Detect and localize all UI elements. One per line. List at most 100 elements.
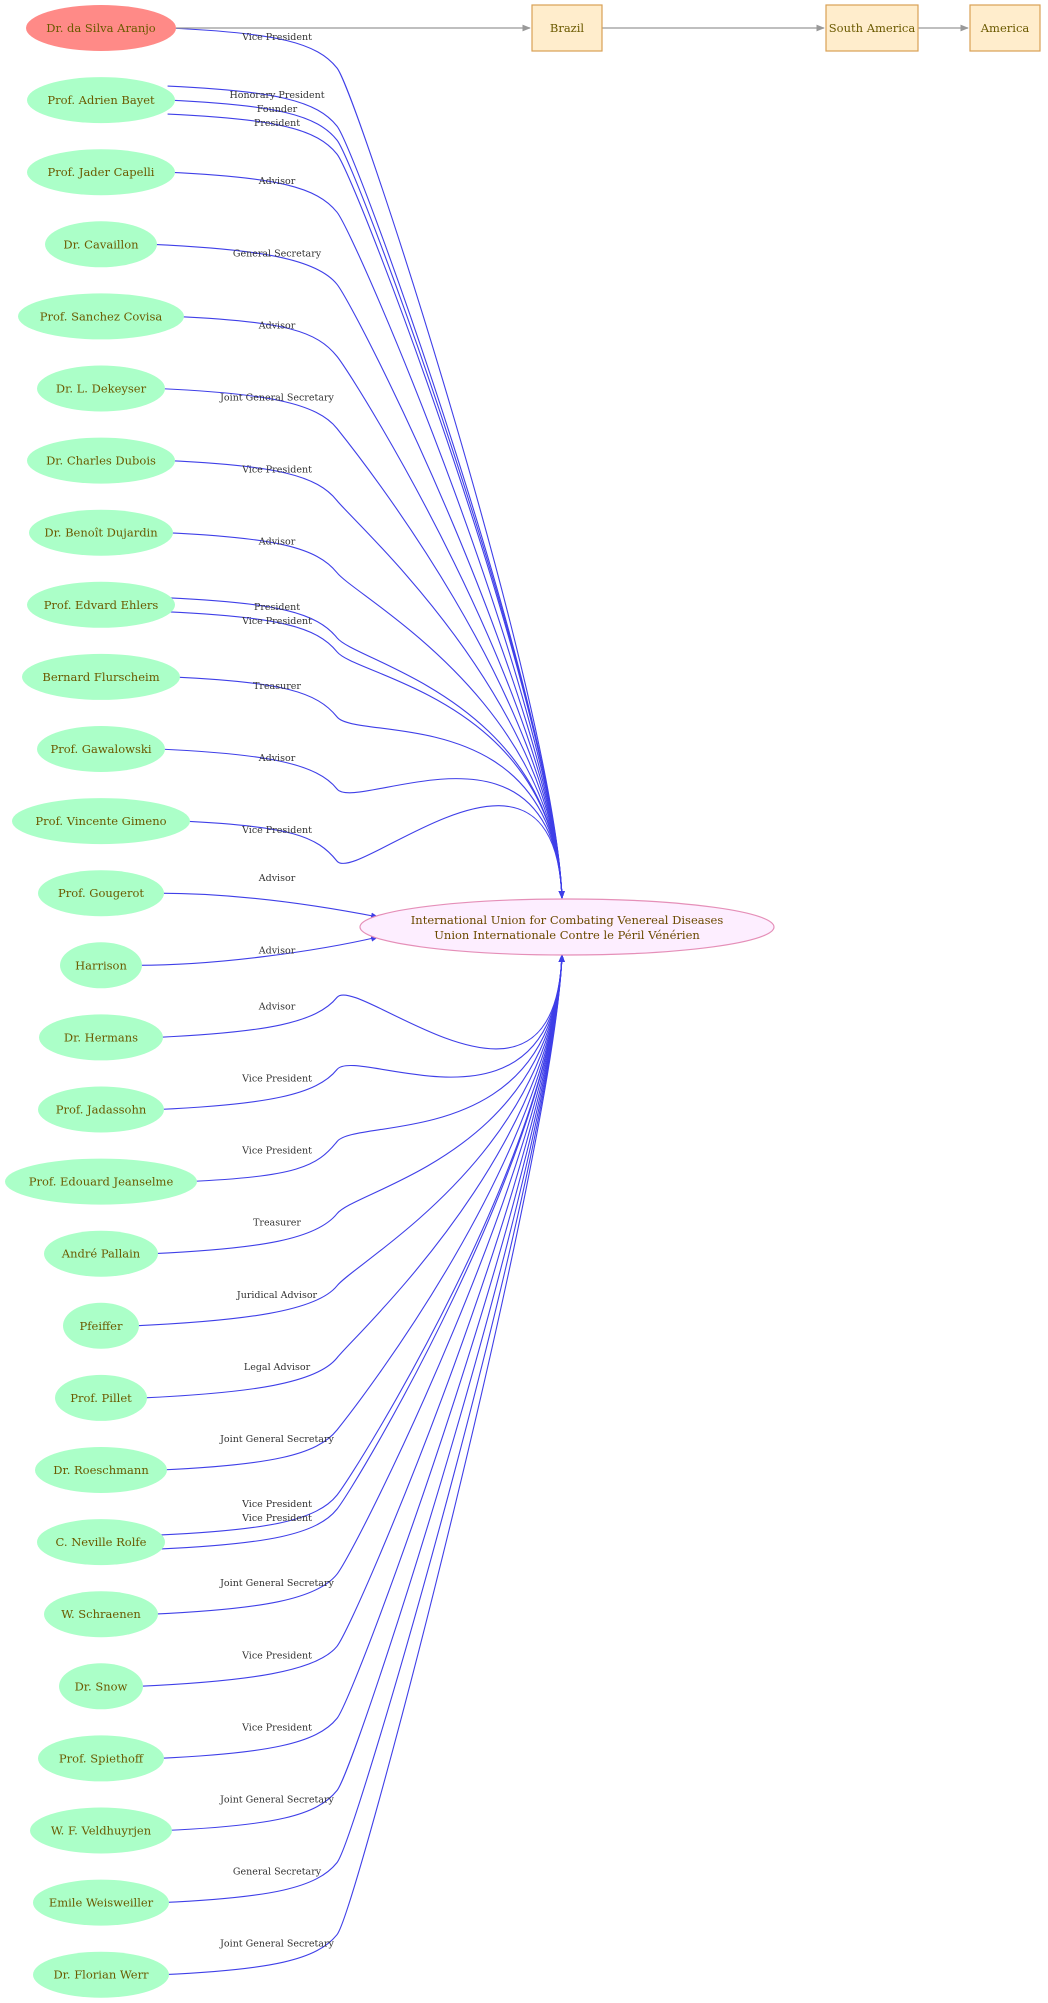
person-node-emile-weisweiller[interactable]: Emile Weisweiller (33, 1879, 169, 1926)
place-box (531, 4, 603, 52)
person-node-prof-adrien-bayet[interactable]: Prof. Adrien Bayet (27, 77, 175, 124)
person-name: Emile Weisweiller (49, 1896, 154, 1910)
edge-w-f-veldhuyrjen-to-union (164, 954, 565, 1832)
organization-name-french: Union Internationale Contre le Péril Vén… (434, 928, 700, 942)
edge-prof-adrien-bayet-to-union (167, 99, 565, 899)
person-ellipse (55, 1374, 147, 1421)
edge-label-prof-jadassohn-vice-president: Vice President (241, 1074, 312, 1085)
edge-label-harrison-advisor: Advisor (258, 945, 296, 956)
person-name: Prof. Gougerot (58, 886, 144, 900)
person-node-harrison[interactable]: Harrison (60, 942, 142, 989)
person-node-andre-pallain[interactable]: André Pallain (44, 1230, 158, 1277)
person-node-bernard-flurscheim[interactable]: Bernard Flurscheim (22, 653, 180, 700)
person-ellipse (44, 1591, 158, 1638)
person-node-w-schraenen[interactable]: W. Schraenen (44, 1591, 158, 1638)
person-ellipse (63, 1302, 139, 1349)
person-node-dr-benoit-dujardin[interactable]: Dr. Benoît Dujardin (29, 509, 173, 556)
person-name: Prof. Spiethoff (59, 1751, 144, 1765)
person-name: Prof. Vincente Gimeno (35, 814, 166, 828)
edge-label-prof-pillet-legal-advisor: Legal Advisor (244, 1362, 311, 1373)
person-name: Pfeiffer (80, 1319, 123, 1333)
person-name: Prof. Edouard Jeanselme (29, 1175, 174, 1189)
edge-prof-spiethoff-to-union (157, 954, 565, 1759)
person-node-dr-snow[interactable]: Dr. Snow (59, 1663, 143, 1710)
person-name: Prof. Jader Capelli (48, 165, 155, 179)
edge-pfeiffer-to-union (135, 954, 565, 1327)
edge-label-prof-adrien-bayet-president: President (254, 118, 300, 129)
edge-prof-edvard-ehlers-to-union (167, 597, 565, 899)
person-node-dr-cavaillon[interactable]: Dr. Cavaillon (45, 221, 157, 268)
place-label: South America (829, 21, 916, 35)
person-node-prof-edvard-ehlers[interactable]: Prof. Edvard Ehlers (27, 581, 175, 628)
person-name: Prof. Gawalowski (50, 742, 151, 756)
person-name: Dr. Cavaillon (63, 237, 139, 251)
person-node-prof-vincente-gimeno[interactable]: Prof. Vincente Gimeno (12, 798, 190, 845)
person-node-dr-roeschmann[interactable]: Dr. Roeschmann (35, 1447, 167, 1493)
edge-bernard-flurscheim-to-union (172, 676, 565, 899)
person-node-prof-edouard-jeanselme[interactable]: Prof. Edouard Jeanselme (5, 1158, 197, 1205)
person-node-prof-gougerot[interactable]: Prof. Gougerot (38, 870, 164, 917)
edge-label-andre-pallain-treasurer: Treasurer (253, 1218, 301, 1229)
place-label: America (980, 21, 1030, 35)
person-ellipse (44, 1230, 158, 1277)
edge-dr-cavaillon-to-union (151, 243, 565, 899)
person-node-prof-pillet[interactable]: Prof. Pillet (55, 1374, 147, 1421)
edge-label-dr-da-silva-aranjo-vice-president: Vice President (241, 32, 312, 43)
organization-name-english: International Union for Combating Venere… (411, 913, 724, 927)
person-ellipse (35, 1447, 167, 1493)
place-node-america[interactable]: America (969, 4, 1041, 52)
edge-c-neville-rolfe-to-union (158, 954, 565, 1550)
person-node-dr-hermans[interactable]: Dr. Hermans (39, 1014, 163, 1061)
person-ellipse (38, 870, 164, 917)
person-ellipse (29, 509, 173, 556)
place-node-south-america[interactable]: South America (825, 4, 919, 52)
person-node-w-f-veldhuyrjen[interactable]: W. F. Veldhuyrjen (30, 1807, 172, 1854)
edge-label-dr-l-dekeyser-joint-general-secretary: Joint General Secretary (219, 393, 334, 404)
person-name: W. Schraenen (61, 1607, 141, 1621)
edge-dr-da-silva-aranjo-to-union (168, 27, 565, 899)
edge-label-dr-charles-dubois-vice-president: Vice President (241, 465, 312, 476)
person-name: Prof. Sanchez Covisa (40, 309, 163, 323)
person-name: Dr. Roeschmann (53, 1463, 149, 1477)
person-node-dr-da-silva-aranjo[interactable]: Dr. da Silva Aranjo (26, 5, 176, 51)
place-node-brazil[interactable]: Brazil (531, 4, 603, 52)
person-ellipse (30, 1807, 172, 1854)
edge-dr-hermans-to-union (156, 954, 565, 1050)
person-ellipse (27, 437, 175, 484)
person-node-prof-sanchez-covisa[interactable]: Prof. Sanchez Covisa (18, 293, 184, 340)
person-node-prof-jadassohn[interactable]: Prof. Jadassohn (38, 1086, 164, 1133)
person-node-dr-charles-dubois[interactable]: Dr. Charles Dubois (27, 437, 175, 484)
person-node-dr-florian-werr[interactable]: Dr. Florian Werr (33, 1951, 169, 1998)
person-node-pfeiffer[interactable]: Pfeiffer (63, 1302, 139, 1349)
edge-dr-roeschmann-to-union (160, 954, 565, 1471)
person-node-prof-gawalowski[interactable]: Prof. Gawalowski (37, 726, 165, 772)
edge-label-prof-sanchez-covisa-advisor: Advisor (258, 320, 296, 331)
edge-dr-florian-werr-to-union (162, 954, 565, 1976)
person-ellipse (38, 1735, 164, 1782)
person-ellipse (12, 798, 190, 845)
person-ellipse (33, 1879, 169, 1926)
edge-prof-vincente-gimeno-to-union (181, 805, 565, 899)
person-node-prof-spiethoff[interactable]: Prof. Spiethoff (38, 1735, 164, 1782)
edge-label-bernard-flurscheim-treasurer: Treasurer (253, 681, 301, 692)
person-name: Prof. Pillet (70, 1391, 132, 1405)
person-ellipse (45, 221, 157, 268)
person-ellipse (37, 726, 165, 772)
person-node-prof-jader-capelli[interactable]: Prof. Jader Capelli (27, 149, 175, 196)
person-node-c-neville-rolfe[interactable]: C. Neville Rolfe (37, 1519, 165, 1566)
edge-prof-sanchez-covisa-to-union (175, 315, 565, 899)
edge-dr-l-dekeyser-to-union (158, 387, 565, 899)
edge-label-prof-gawalowski-advisor: Advisor (258, 753, 296, 764)
edge-label-prof-spiethoff-vice-president: Vice President (241, 1722, 312, 1733)
place-box (825, 4, 919, 52)
person-ellipse (59, 1663, 143, 1710)
edge-c-neville-rolfe-to-union (158, 954, 565, 1536)
organization-node[interactable]: International Union for Combating Venere… (359, 898, 775, 956)
person-node-dr-l-dekeyser[interactable]: Dr. L. Dekeyser (37, 365, 165, 412)
person-ellipse (27, 77, 175, 124)
place-box (969, 4, 1041, 52)
edge-label-prof-jader-capelli-advisor: Advisor (258, 176, 296, 187)
person-ellipse (5, 1158, 197, 1205)
